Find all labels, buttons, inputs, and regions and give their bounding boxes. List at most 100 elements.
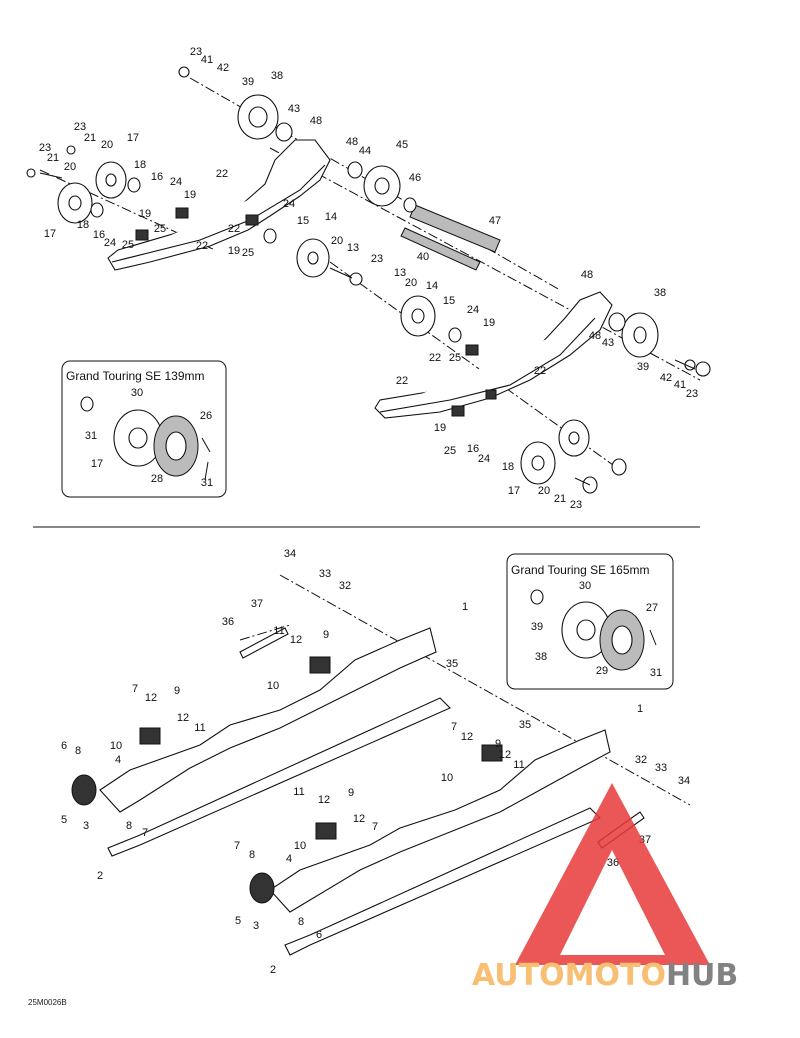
callout-number: 11 (293, 786, 304, 798)
callout-number: 17 (127, 132, 139, 144)
callout-number: 40 (417, 251, 429, 263)
callout-number: 19 (434, 422, 446, 434)
callout-number: 12 (499, 749, 511, 761)
callout-number: 42 (217, 62, 229, 74)
callout-number: 44 (359, 145, 371, 157)
callout-number: 10 (267, 680, 279, 692)
callout-number: 34 (678, 775, 690, 787)
callout-number: 22 (228, 223, 240, 235)
callout-number: 12 (353, 813, 365, 825)
callout-number: 31 (201, 477, 213, 489)
callout-number: 12 (318, 794, 330, 806)
callout-number: 16 (467, 443, 479, 455)
callout-number: 15 (297, 215, 309, 227)
callout-number: 25 (122, 239, 134, 251)
callout-number: 30 (579, 580, 591, 592)
callout-number: 24 (478, 453, 490, 465)
callout-number: 18 (77, 219, 89, 231)
callout-number: 19 (184, 189, 196, 201)
callout-number: 34 (284, 548, 296, 560)
callout-number: 10 (294, 840, 306, 852)
inset-box-se139-title: Grand Touring SE 139mm (66, 369, 205, 383)
callout-number: 16 (93, 229, 105, 241)
callout-number: 26 (200, 410, 212, 422)
callout-number: 24 (283, 198, 295, 210)
callout-number: 45 (396, 139, 408, 151)
callout-number: 23 (39, 142, 51, 154)
callout-number: 39 (242, 76, 254, 88)
callout-number: 8 (75, 745, 81, 757)
callout-number: 9 (495, 738, 501, 750)
lower-rails-drawing (71, 574, 691, 956)
callout-number: 22 (196, 240, 208, 252)
callout-number: 23 (686, 388, 698, 400)
callout-number: 7 (132, 683, 138, 695)
callout-number: 8 (126, 820, 132, 832)
callout-number: 9 (323, 629, 329, 641)
callout-number: 17 (44, 228, 56, 240)
callout-number: 5 (235, 915, 241, 927)
callout-number: 24 (104, 237, 116, 249)
callout-number: 11 (513, 759, 524, 771)
callout-number: 7 (451, 721, 457, 733)
callout-number: 1 (462, 601, 468, 613)
callout-number: 10 (441, 772, 453, 784)
watermark-text: AUTOMOTOHUB (472, 958, 738, 993)
callout-number: 24 (170, 176, 182, 188)
callout-number: 25 (449, 352, 461, 364)
callout-number: 22 (534, 365, 546, 377)
watermark-text-part2: HUB (666, 958, 738, 993)
callout-number: 19 (228, 245, 240, 257)
callout-number: 33 (319, 568, 331, 580)
callout-number: 21 (554, 493, 566, 505)
callout-number: 23 (190, 46, 202, 58)
callout-number: 31 (650, 667, 662, 679)
callout-number: 48 (346, 136, 358, 148)
callout-number: 27 (646, 602, 658, 614)
callout-number: 25 (242, 247, 254, 259)
callout-number: 46 (409, 172, 421, 184)
callout-number: 23 (570, 499, 582, 511)
callout-number: 1 (637, 703, 643, 715)
callout-number: 2 (270, 964, 276, 976)
callout-number: 20 (538, 485, 550, 497)
callout-number: 38 (271, 70, 283, 82)
callout-number: 39 (637, 361, 649, 373)
drawing-code: 25M0026B (28, 998, 67, 1007)
callout-number: 19 (483, 317, 495, 329)
callout-number: 17 (91, 458, 103, 470)
callout-number: 14 (325, 211, 337, 223)
callout-number: 12 (145, 692, 157, 704)
callout-number: 22 (429, 352, 441, 364)
callout-number: 21 (47, 152, 59, 164)
callout-number: 7 (142, 827, 148, 839)
callout-number: 30 (131, 387, 143, 399)
callout-number: 18 (502, 461, 514, 473)
callout-number: 10 (110, 740, 122, 752)
callout-number: 23 (74, 121, 86, 133)
callout-number: 28 (151, 473, 163, 485)
watermark-triangle (515, 783, 710, 965)
callout-number: 4 (115, 754, 121, 766)
callout-number: 13 (394, 267, 406, 279)
callout-number: 20 (64, 161, 76, 173)
callout-number: 38 (654, 287, 666, 299)
upper-suspension-drawing (26, 66, 711, 494)
callout-number: 20 (331, 235, 343, 247)
inset-box-se165-title: Grand Touring SE 165mm (511, 563, 650, 577)
callout-number: 41 (674, 379, 686, 391)
callout-number: 43 (602, 337, 614, 349)
callout-number: 5 (61, 814, 67, 826)
callout-number: 36 (222, 616, 234, 628)
callout-number: 32 (635, 754, 647, 766)
callout-number: 9 (348, 787, 354, 799)
callout-number: 2 (97, 870, 103, 882)
callout-number: 25 (154, 223, 166, 235)
callout-number: 3 (83, 820, 89, 832)
callout-number: 3 (253, 920, 259, 932)
